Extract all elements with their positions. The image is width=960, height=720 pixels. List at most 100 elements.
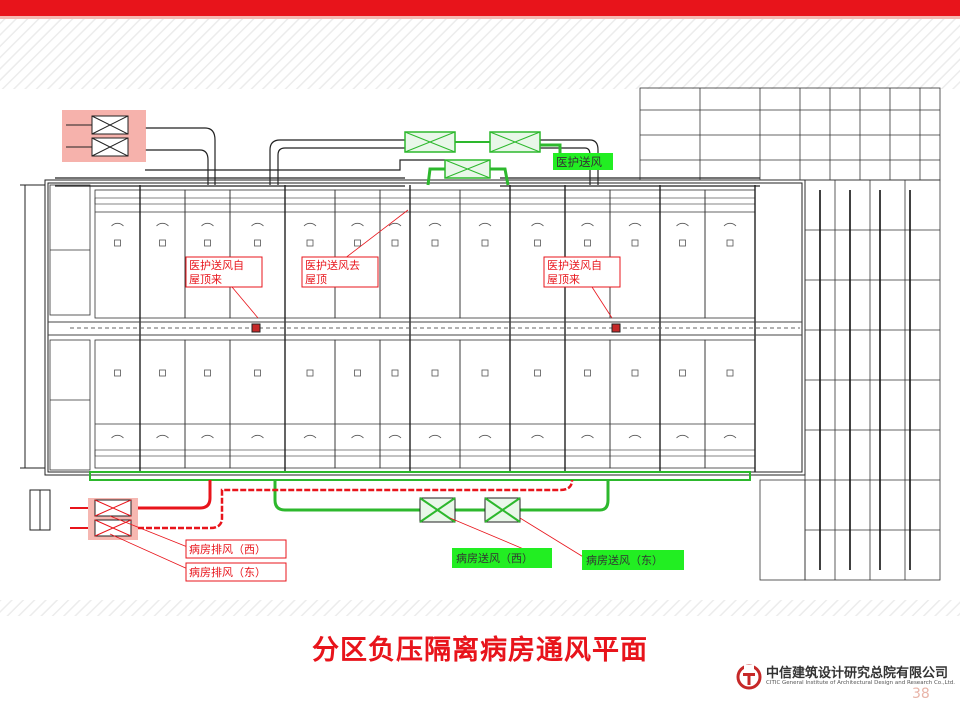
branch-duct — [94, 197, 756, 205]
diffuser — [726, 239, 734, 247]
ward-room — [229, 339, 286, 469]
door-swing — [156, 434, 169, 439]
door-swing — [581, 434, 594, 439]
top-exhaust-fan-area — [62, 110, 146, 162]
diffuser — [679, 239, 686, 247]
diffuser — [431, 239, 439, 247]
diffuser — [354, 239, 361, 247]
door-swing — [581, 222, 594, 227]
door-swing — [531, 434, 544, 439]
company-name-en: CITIC General Institute of Architectural… — [766, 680, 956, 686]
ward-room — [284, 339, 336, 469]
right-mechanical-area — [639, 87, 941, 581]
diffuser — [254, 369, 261, 377]
ward-room — [334, 189, 381, 319]
page-number: 38 — [912, 686, 930, 702]
diffuser — [114, 369, 121, 377]
slide-title: 分区负压隔离病房通风平面 — [312, 635, 648, 666]
label-ward-supply-west-text: 病房送风（西） — [456, 551, 533, 565]
ward-room — [139, 339, 186, 469]
ward-room — [139, 189, 186, 319]
top-red-bar — [0, 0, 960, 16]
top-pink-line — [0, 16, 960, 19]
ward-room — [659, 189, 706, 319]
label-ward-supply-east-text: 病房送风（东） — [586, 553, 663, 567]
diffuser — [306, 369, 314, 377]
door-swing — [388, 434, 402, 439]
annotation-labels: 医护送风 医护送风自 屋顶来 医护送风去 屋顶 医护送风自 屋顶来 病房排风（西… — [185, 153, 684, 582]
label-staff-from-roof-1: 医护送风自 屋顶来 — [185, 256, 263, 288]
door-swing — [531, 222, 544, 227]
door-swing — [388, 222, 402, 227]
diffuser — [679, 369, 686, 377]
company-name-cn: 中信建筑设计研究总院有限公司 — [766, 666, 949, 681]
door-swing — [628, 222, 642, 227]
door-swing — [111, 434, 124, 439]
label-ward-exhaust-east: 病房排风（东） — [185, 562, 287, 582]
label-ward-exhaust-west: 病房排风（西） — [185, 539, 287, 559]
door-swing — [351, 222, 364, 227]
door-swing — [111, 222, 124, 227]
door-swing — [478, 434, 492, 439]
ward-room — [409, 189, 461, 319]
diffuser — [431, 369, 439, 377]
diffuser — [204, 239, 211, 247]
central-corridor — [48, 321, 802, 336]
diffuser — [391, 239, 399, 247]
door-swing — [251, 434, 264, 439]
ward-room — [509, 189, 566, 319]
ward-room — [564, 189, 611, 319]
ward-room — [184, 189, 231, 319]
diffuser — [481, 369, 489, 377]
door-swing — [201, 222, 214, 227]
ward-room — [704, 339, 756, 469]
diffuser — [159, 239, 166, 247]
label-ward-supply-east: 病房送风（东） — [582, 550, 684, 570]
ward-room — [609, 339, 661, 469]
door-swing — [156, 222, 169, 227]
ward-room — [659, 339, 706, 469]
door-swing — [676, 222, 689, 227]
diffuser — [726, 369, 734, 377]
company-logo: 中信建筑设计研究总院有限公司 CITIC General Institute o… — [736, 660, 955, 696]
diffuser — [254, 239, 261, 247]
striped-background — [0, 19, 960, 89]
diffuser — [631, 369, 639, 377]
label-staff-from-roof-2-line1: 医护送风自 — [547, 258, 602, 272]
bottom-striped-band — [0, 600, 960, 616]
label-staff-to-roof-line2: 屋顶 — [305, 273, 327, 286]
left-auxiliary-rooms — [49, 184, 91, 471]
citic-logo-icon — [736, 664, 762, 690]
door-swing — [303, 222, 317, 227]
door-swing — [676, 434, 689, 439]
diffuser — [354, 369, 361, 377]
ward-room — [379, 189, 411, 319]
ward-room — [509, 339, 566, 469]
upper-right-rooms — [639, 87, 941, 181]
diffuser — [204, 369, 211, 377]
diffuser — [534, 239, 541, 247]
ward-room — [184, 339, 231, 469]
door-swing — [351, 434, 364, 439]
ward-room — [409, 339, 461, 469]
label-ward-exhaust-west-text: 病房排风（西） — [189, 542, 266, 556]
diffuser — [584, 369, 591, 377]
ward-supply-ducts — [89, 471, 751, 523]
diffuser — [631, 239, 639, 247]
ward-room — [334, 339, 381, 469]
door-swing — [428, 222, 442, 227]
label-staff-from-roof-2: 医护送风自 屋顶来 — [543, 256, 621, 288]
label-staff-to-roof-line1: 医护送风去 — [305, 258, 360, 272]
ward-room — [94, 339, 141, 469]
ward-room — [459, 339, 511, 469]
label-ward-exhaust-east-text: 病房排风（东） — [189, 565, 266, 579]
label-staff-from-roof-1-line2: 屋顶来 — [189, 273, 222, 286]
label-ward-supply-west: 病房送风（西） — [452, 548, 552, 568]
label-staff-from-roof-2-line2: 屋顶来 — [547, 273, 580, 286]
door-swing — [478, 222, 492, 227]
label-staff-supply-text: 医护送风 — [556, 155, 602, 169]
door-swing — [303, 434, 317, 439]
ward-room — [564, 339, 611, 469]
diffuser — [534, 369, 541, 377]
